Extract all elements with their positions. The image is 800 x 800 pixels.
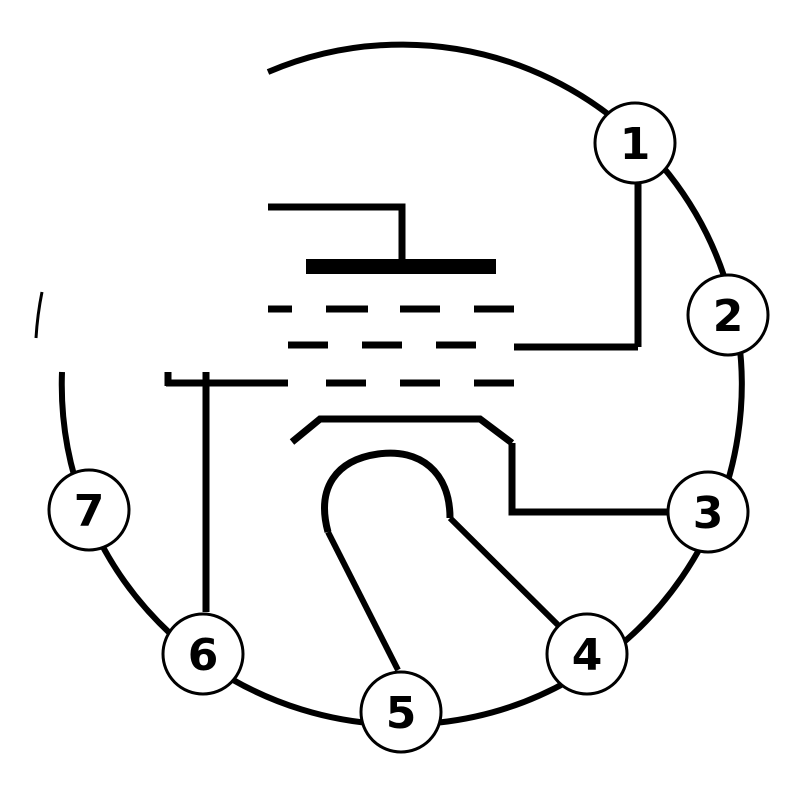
pin-5: 5 [359,670,443,754]
grid-2 [288,341,638,351]
pin-7-label: 7 [74,486,105,537]
pin-4-label: 4 [572,630,603,681]
envelope-outline [58,41,745,728]
pin-5-label: 5 [386,688,417,739]
pin-3-label: 3 [693,488,724,539]
cathode [289,415,515,446]
heater-filament [321,449,454,533]
pin-5-circle [359,670,443,754]
plate-electrode [306,259,496,274]
plate-lead [268,203,406,266]
pin-6: 6 [161,612,245,696]
pin-1-label: 1 [620,119,651,170]
heater-lead-pin-4 [447,515,561,628]
cathode-lead [508,443,672,516]
pin-6-circle [161,612,245,696]
pin-1: 1 [593,101,677,185]
pin-6-label: 6 [188,630,219,681]
pin-2: 2 [686,273,770,357]
pin-1-circle [593,101,677,185]
pin-7-circle [47,468,131,552]
pin-2-circle [686,273,770,357]
pin-7: 7 [47,468,131,552]
pin-2-label: 2 [713,291,744,342]
heater-lead-pin-5 [325,530,401,672]
pin-4: 4 [545,612,629,696]
envelope-outline-fragment [34,291,44,339]
pin-3: 3 [666,470,750,554]
pin-4-circle [545,612,629,696]
pin-3-circle [666,470,750,554]
